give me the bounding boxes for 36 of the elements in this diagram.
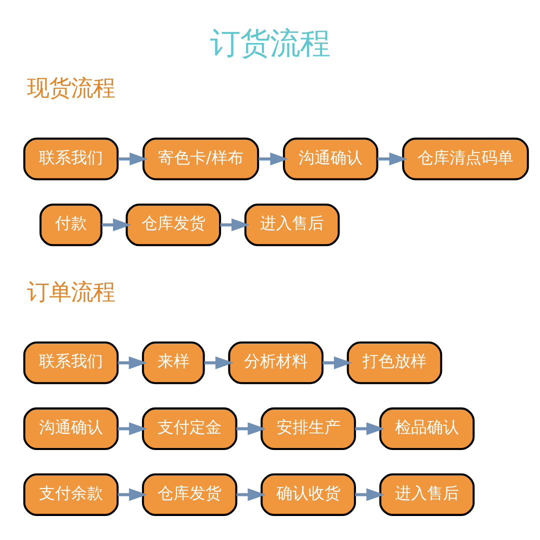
arrow [236, 422, 266, 436]
node-box: 来样 [142, 342, 205, 384]
arrow [355, 488, 385, 502]
node-box: 沟通确认 [282, 138, 378, 180]
label: 订单流程 [26, 280, 115, 306]
node-box: 寄色卡/样布 [142, 138, 260, 180]
node-box: 付款 [40, 204, 102, 246]
node-box: 仓库清点码单 [402, 138, 529, 180]
arrow [258, 152, 289, 166]
node-box: 确认收货 [260, 473, 356, 516]
node-box: 联系我们 [23, 138, 119, 180]
node-box: 检品确认 [379, 407, 475, 450]
arrow [236, 488, 266, 502]
arrow [118, 356, 148, 370]
arrow [322, 356, 352, 370]
label: 现货流程 [26, 76, 115, 102]
node-box: 支付余款 [23, 473, 119, 516]
node-box: 进入售后 [244, 204, 340, 246]
arrow [118, 152, 148, 166]
arrow [355, 422, 385, 436]
node-box: 沟通确认 [23, 407, 119, 450]
arrow [220, 218, 250, 232]
node-box: 进入售后 [379, 473, 475, 516]
node-box: 安排生产 [260, 407, 356, 450]
node-box: 仓库发货 [142, 473, 238, 516]
arrow [378, 152, 408, 166]
arrow [118, 488, 148, 502]
arrow [118, 422, 148, 436]
node-box: 联系我们 [23, 342, 119, 384]
arrow [204, 356, 234, 370]
node-box: 仓库发货 [126, 204, 222, 246]
arrow [102, 218, 132, 232]
node-box: 分析材料 [228, 342, 324, 384]
node-box: 支付定金 [142, 407, 238, 450]
node-box: 打色放样 [346, 342, 442, 384]
diagram-title: 订货流程 [210, 26, 330, 62]
